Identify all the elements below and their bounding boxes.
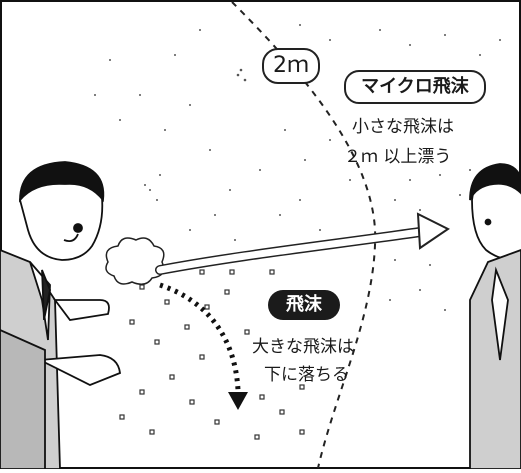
droplet-title: 飛沫	[268, 290, 340, 320]
aerosol-dots	[94, 24, 501, 311]
micro-droplet-title: マイクロ飛沫	[344, 70, 486, 104]
fall-arrow-shaft	[159, 282, 241, 391]
droplet-desc-line2: 下に落ちる	[264, 365, 349, 385]
micro-droplet-desc-line2: ２ｍ 以上漂う	[344, 147, 452, 167]
fall-arrow-head	[228, 392, 248, 410]
sneezing-man	[0, 161, 121, 470]
standing-man	[469, 163, 521, 470]
distance-label: 2ｍ	[262, 48, 320, 84]
aerosol-arrow-head	[416, 212, 450, 250]
micro-droplet-desc-line1: 小さな飛沫は	[352, 117, 454, 137]
sneeze-cloud	[105, 237, 165, 285]
droplet-desc-line1: 大きな飛沫は	[252, 337, 354, 357]
